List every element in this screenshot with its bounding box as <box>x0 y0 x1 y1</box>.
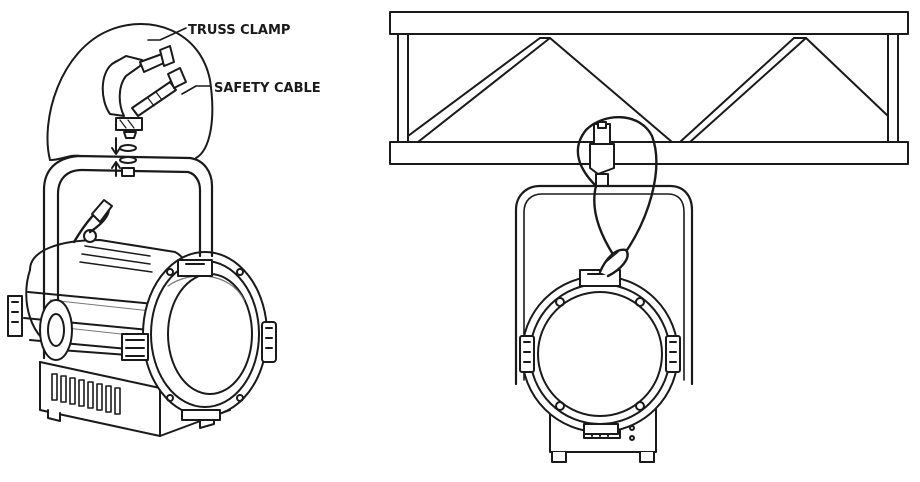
label-safety-cable: SAFETY CABLE <box>214 81 321 96</box>
safety-cable-loop <box>576 116 658 262</box>
left-fixture-iso <box>7 23 277 437</box>
leader-safety-cable <box>181 85 211 95</box>
front-yoke <box>514 184 694 386</box>
right-assembly <box>389 11 909 463</box>
base-vents <box>51 373 121 415</box>
label-truss-clamp: TRUSS CLAMP <box>188 23 290 38</box>
fixture-front <box>519 269 681 463</box>
truss-clamp-mounted <box>589 121 615 187</box>
leader-truss-clamp <box>147 27 187 41</box>
safety-cable-icon <box>598 248 629 278</box>
truss-clamp-icon <box>101 45 187 139</box>
safety-cable-icon <box>72 199 113 244</box>
mount-arrows <box>111 137 137 177</box>
front-lens-ring <box>121 251 277 421</box>
truss-icon <box>389 11 909 165</box>
clamp-zoom-circle <box>46 23 214 177</box>
